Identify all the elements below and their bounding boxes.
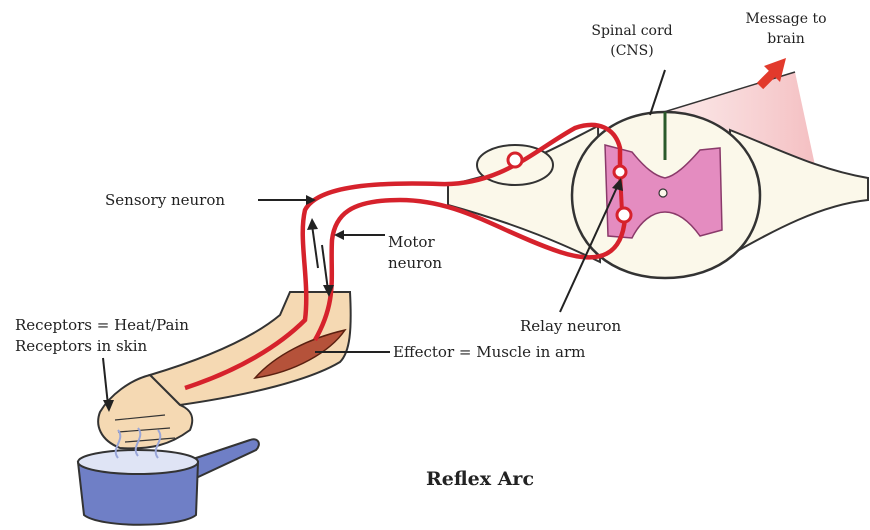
message-label-brain: brain xyxy=(767,31,805,47)
diagram-title: Reflex Arc xyxy=(426,468,534,490)
spinal-cord-leader xyxy=(650,70,665,115)
receptors-leader xyxy=(103,358,108,405)
receptors-label-2: Receptors in skin xyxy=(15,337,148,355)
effector-label: Effector = Muscle in arm xyxy=(393,343,585,361)
sensory-neuron-label: Sensory neuron xyxy=(105,191,225,209)
spinal-cord-label-cns: (CNS) xyxy=(610,43,653,59)
motor-neuron-label-2: neuron xyxy=(388,254,442,272)
motor-neuron-label: Motor xyxy=(388,233,435,251)
relay-cell-body xyxy=(614,166,626,178)
up-arrow xyxy=(307,218,318,268)
receptors-label: Receptors = Heat/Pain xyxy=(15,316,189,334)
message-label: Message to xyxy=(745,11,826,27)
relay-neuron-label: Relay neuron xyxy=(520,317,622,335)
pan-handle xyxy=(190,439,259,478)
spinal-cord-label: Spinal cord xyxy=(591,23,672,39)
motor-cell-body xyxy=(617,208,631,222)
pan-rim xyxy=(78,450,198,474)
sensory-cell-body xyxy=(508,153,522,167)
central-canal xyxy=(659,189,667,197)
